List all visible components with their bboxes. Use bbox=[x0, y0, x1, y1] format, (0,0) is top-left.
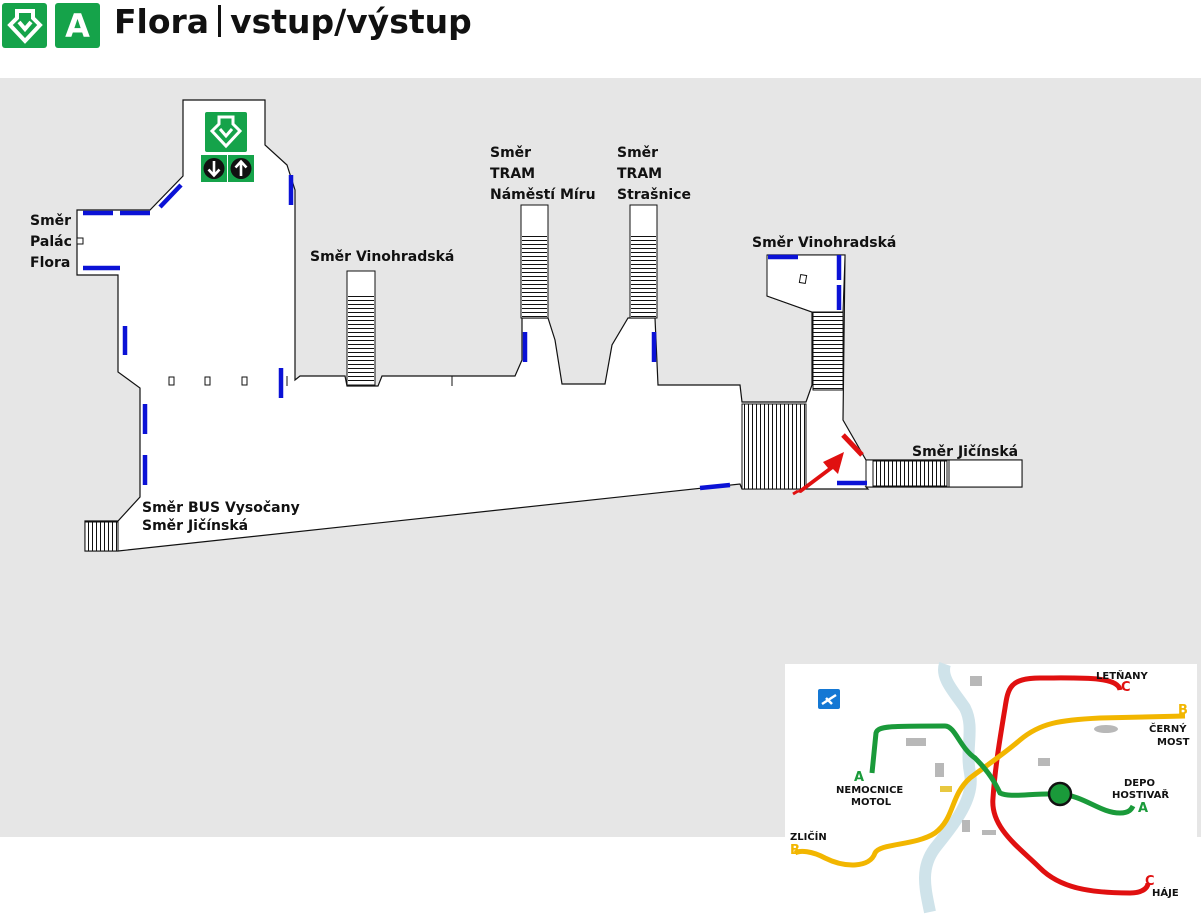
vinohradska-room bbox=[766, 254, 846, 313]
page-title: Flora vstup/výstup bbox=[114, 2, 472, 41]
label-bus-1: Směr BUS Vysočany bbox=[142, 500, 300, 516]
metro-entrance-icon bbox=[205, 112, 247, 152]
line-c-north-letter: C bbox=[1121, 680, 1131, 695]
station-name: Flora bbox=[114, 2, 210, 41]
escalator-up-icon bbox=[228, 155, 254, 182]
line-letter: A bbox=[65, 6, 90, 45]
label-vinohradska-right: Směr Vinohradská bbox=[752, 235, 896, 251]
label-palac-1: Směr bbox=[30, 213, 71, 229]
label-tram2-1: Směr bbox=[617, 145, 658, 161]
label-tram1-3: Náměstí Míru bbox=[490, 187, 596, 203]
network-map-svg: LETŇANY ČERNÝ MOST DEPO HOSTIVAŘ NEMOCNI… bbox=[785, 661, 1197, 914]
line-b-west-letter: B bbox=[790, 843, 800, 858]
stairs-vinohradska-right bbox=[812, 311, 844, 391]
station-depo-1: DEPO bbox=[1124, 778, 1155, 789]
castle-icon bbox=[906, 738, 926, 746]
label-tram1-1: Směr bbox=[490, 145, 531, 161]
escalator-down-icon bbox=[201, 155, 227, 182]
metro-logo-badge bbox=[2, 3, 47, 48]
you-are-here-arrow-icon bbox=[792, 433, 864, 496]
line-a-east-letter: A bbox=[1138, 801, 1148, 816]
label-vinohradska-left: Směr Vinohradská bbox=[310, 249, 454, 265]
line-badge: A bbox=[55, 3, 100, 48]
plan-labels: Směr Palác Flora Směr Vinohradská Směr T… bbox=[30, 145, 1018, 534]
line-a bbox=[869, 723, 1136, 816]
network-map: LETŇANY ČERNÝ MOST DEPO HOSTIVAŘ NEMOCNI… bbox=[782, 661, 1201, 915]
label-jicinska-right: Směr Jičínská bbox=[912, 444, 1018, 460]
station-cerny-most-1: ČERNÝ bbox=[1149, 722, 1187, 735]
station-motol-2: MOTOL bbox=[851, 797, 892, 808]
label-tram2-2: TRAM bbox=[617, 166, 662, 182]
stairs-bus bbox=[84, 521, 119, 552]
stairs-main-east bbox=[741, 403, 807, 490]
airport-icon bbox=[818, 689, 840, 709]
header: A Flora vstup/výstup bbox=[0, 0, 1201, 78]
metro-arrow-icon bbox=[6, 8, 43, 44]
line-a-west-letter: A bbox=[854, 770, 864, 785]
title-divider bbox=[218, 5, 222, 37]
zoo-icon bbox=[970, 676, 982, 686]
station-plan: Směr Palác Flora Směr Vinohradská Směr T… bbox=[0, 78, 1201, 914]
station-motol-1: NEMOCNICE bbox=[836, 785, 903, 796]
exit-markers bbox=[83, 175, 867, 491]
label-tram2-3: Strašnice bbox=[617, 187, 691, 203]
label-bus-2: Směr Jičínská bbox=[142, 518, 248, 534]
line-b-east-letter: B bbox=[1178, 703, 1188, 718]
label-palac-2: Palác bbox=[30, 234, 72, 250]
label-tram1-2: TRAM bbox=[490, 166, 535, 182]
stairs-jicinska bbox=[872, 460, 948, 487]
station-cerny-most-2: MOST bbox=[1157, 737, 1190, 748]
station-haje: HÁJE bbox=[1152, 886, 1179, 899]
station-plan-svg: Směr Palác Flora Směr Vinohradská Směr T… bbox=[30, 99, 1023, 552]
page-subtitle: vstup/výstup bbox=[230, 2, 472, 41]
current-station-marker bbox=[1047, 781, 1073, 807]
church-icon bbox=[935, 763, 944, 777]
label-palac-3: Flora bbox=[30, 255, 70, 271]
station-letnany: LETŇANY bbox=[1096, 669, 1149, 682]
line-c-south-letter: C bbox=[1145, 874, 1155, 889]
stadium-icon bbox=[1094, 725, 1118, 733]
station-depo-2: HOSTIVAŘ bbox=[1112, 788, 1169, 801]
